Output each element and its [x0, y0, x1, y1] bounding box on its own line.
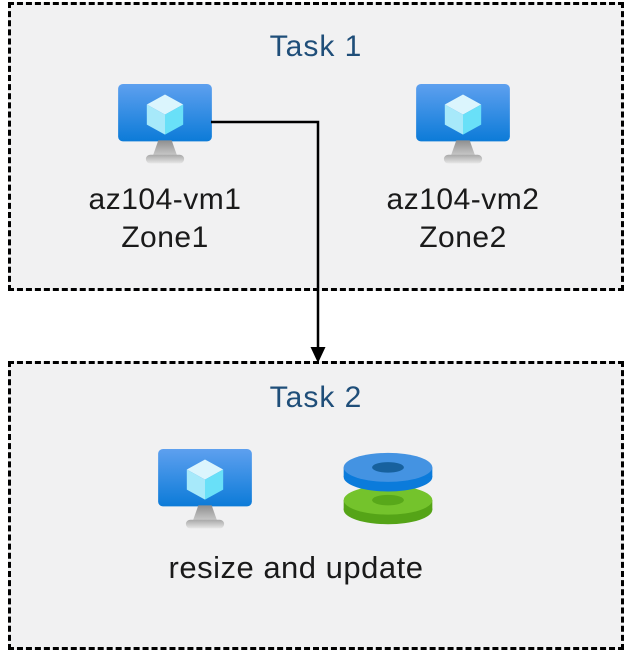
vm2-zone: Zone2 — [419, 221, 507, 254]
vm2-name: az104-vm2 — [386, 183, 540, 216]
vm2-label: az104-vm2 Zone2 — [353, 181, 573, 257]
managed-disks-icon — [335, 444, 441, 537]
virtual-machine-icon — [117, 83, 213, 171]
task2-caption: resize and update — [168, 550, 424, 585]
vm-node-az104-vm1: az104-vm1 Zone1 — [55, 83, 275, 257]
vm1-label: az104-vm1 Zone1 — [55, 181, 275, 257]
vm1-zone: Zone1 — [121, 221, 209, 254]
virtual-machine-icon — [415, 83, 511, 171]
virtual-machine-icon — [157, 448, 253, 536]
task2-box: Task 2 resize and update — [8, 361, 624, 650]
vm1-name: az104-vm1 — [88, 183, 242, 216]
task2-title: Task 2 — [269, 381, 363, 414]
vm-node-az104-vm2: az104-vm2 Zone2 — [353, 83, 573, 257]
task1-box: Task 1 az104-vm1 Zone1 az104-vm2 Zone2 — [8, 2, 624, 291]
task1-title: Task 1 — [269, 30, 363, 63]
